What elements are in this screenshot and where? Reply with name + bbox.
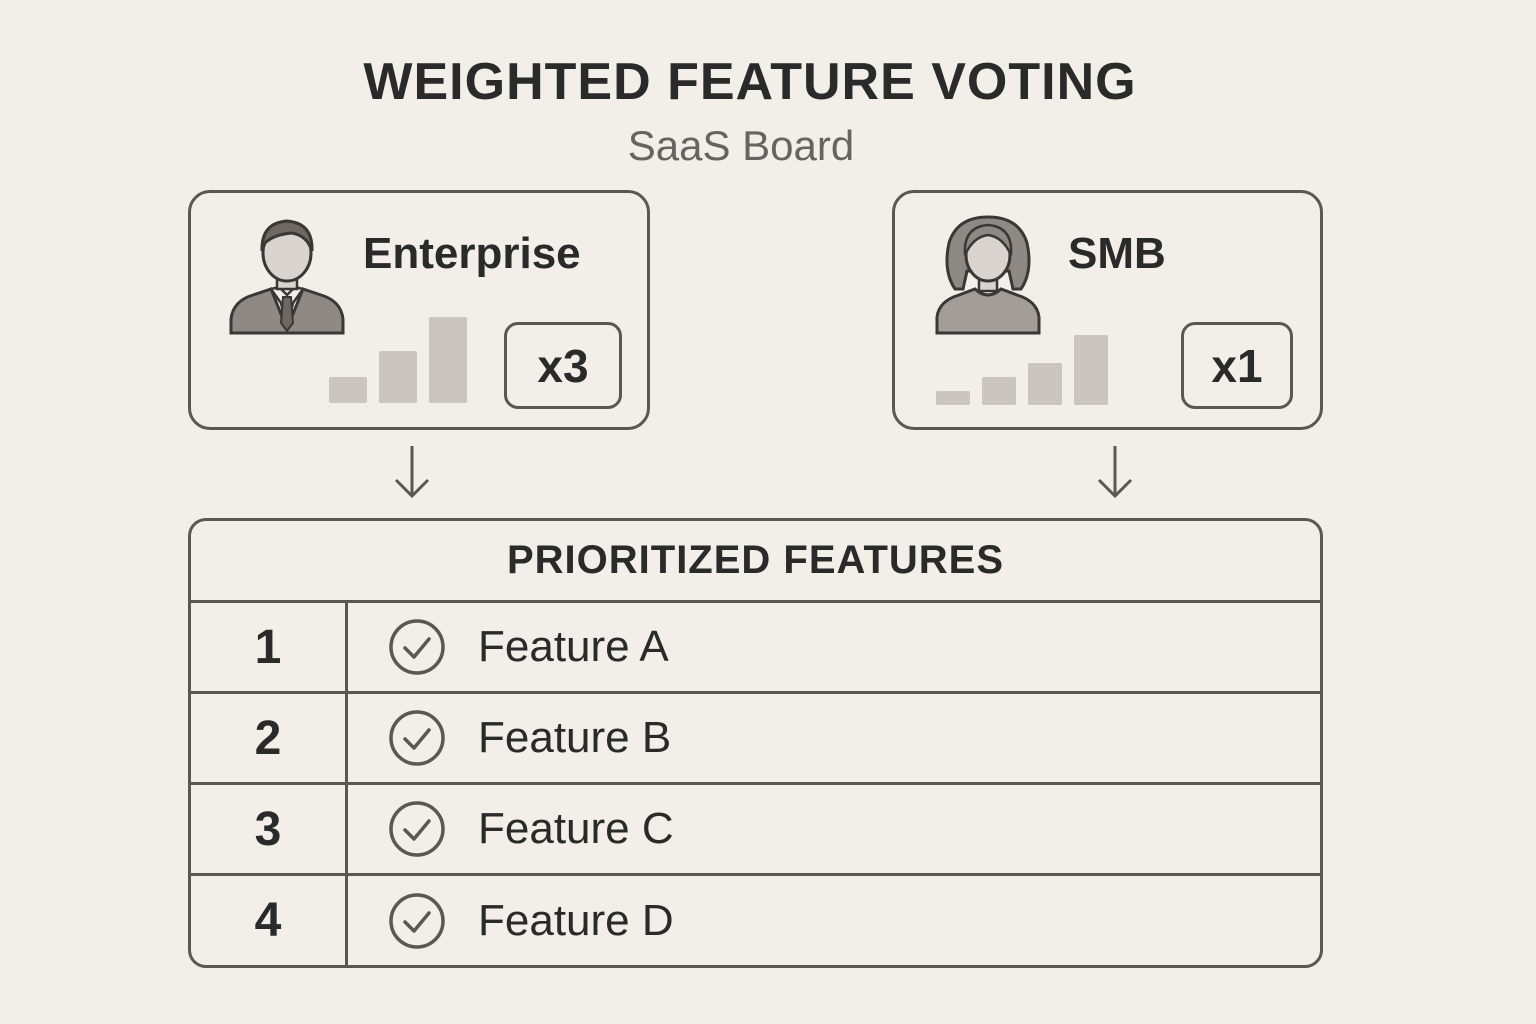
feature-cell: Feature C xyxy=(348,785,1320,873)
weight-bar xyxy=(936,391,970,405)
feature-cell: Feature D xyxy=(348,876,1320,965)
prioritized-features-table: PRIORITIZED FEATURES 1 Feature A 2 Featu… xyxy=(188,518,1323,968)
feature-name: Feature B xyxy=(478,713,672,762)
check-circle-icon xyxy=(389,710,445,766)
check-circle-icon xyxy=(389,801,445,857)
enterprise-card: Enterprise x3 xyxy=(188,190,650,430)
check-circle-icon xyxy=(389,892,445,949)
weight-badge-enterprise: x3 xyxy=(504,322,622,409)
table-row: 4 Feature D xyxy=(191,876,1320,965)
feature-name: Feature A xyxy=(478,622,669,671)
weight-bars-enterprise xyxy=(329,317,469,403)
page-subtitle: SaaS Board xyxy=(627,122,855,169)
segment-label-enterprise: Enterprise xyxy=(363,229,581,278)
businessman-icon xyxy=(229,219,345,335)
woman-user-icon xyxy=(935,215,1041,335)
page-title: WEIGHTED FEATURE VOTING xyxy=(363,53,1137,111)
table-row: 3 Feature C xyxy=(191,785,1320,876)
table-heading: PRIORITIZED FEATURES xyxy=(191,521,1320,603)
table-row: 1 Feature A xyxy=(191,603,1320,694)
feature-name: Feature D xyxy=(478,895,674,945)
rank-cell: 2 xyxy=(191,694,348,782)
rank-cell: 4 xyxy=(191,876,348,965)
rank-cell: 1 xyxy=(191,603,348,691)
feature-cell: Feature B xyxy=(348,694,1320,782)
rank-cell: 3 xyxy=(191,785,348,873)
feature-name: Feature C xyxy=(478,804,674,853)
check-circle-icon xyxy=(389,619,445,675)
segment-label-smb: SMB xyxy=(1068,229,1166,278)
weight-bar xyxy=(429,317,467,403)
table-row: 2 Feature B xyxy=(191,694,1320,785)
weight-bar xyxy=(1074,335,1108,405)
weight-badge-smb: x1 xyxy=(1181,322,1293,409)
weight-bars-smb xyxy=(936,335,1108,405)
feature-cell: Feature A xyxy=(348,603,1320,691)
weight-bar xyxy=(982,377,1016,405)
weight-bar xyxy=(379,351,417,403)
arrow-down-icon xyxy=(1097,446,1133,499)
smb-card: SMB x1 xyxy=(892,190,1323,430)
weight-bar xyxy=(329,377,367,403)
arrow-down-icon xyxy=(394,446,430,499)
weight-bar xyxy=(1028,363,1062,405)
